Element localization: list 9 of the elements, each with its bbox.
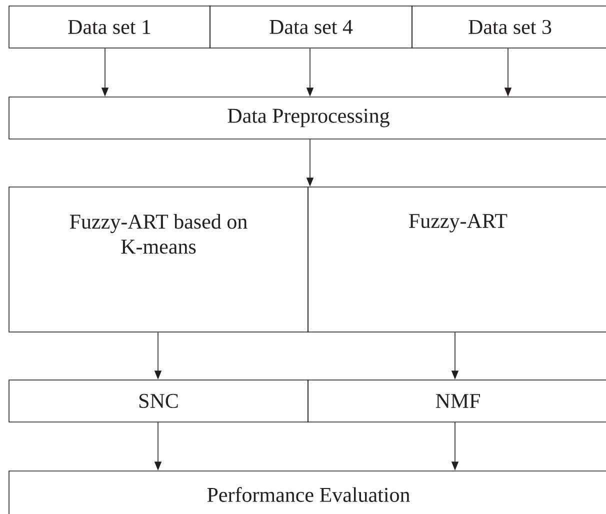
process-box: Data set 3 [412,6,606,48]
process-box: Fuzzy-ART based on K-means [8,186,308,332]
process-box: Data set 4 [210,6,412,48]
process-box: SNC [8,380,308,422]
process-box: Data set 1 [8,6,210,48]
process-box: NMF [308,380,606,422]
process-box: Data Preprocessing [8,96,606,140]
process-box: Performance Evaluation [8,470,606,514]
process-box: Fuzzy-ART [308,186,606,332]
